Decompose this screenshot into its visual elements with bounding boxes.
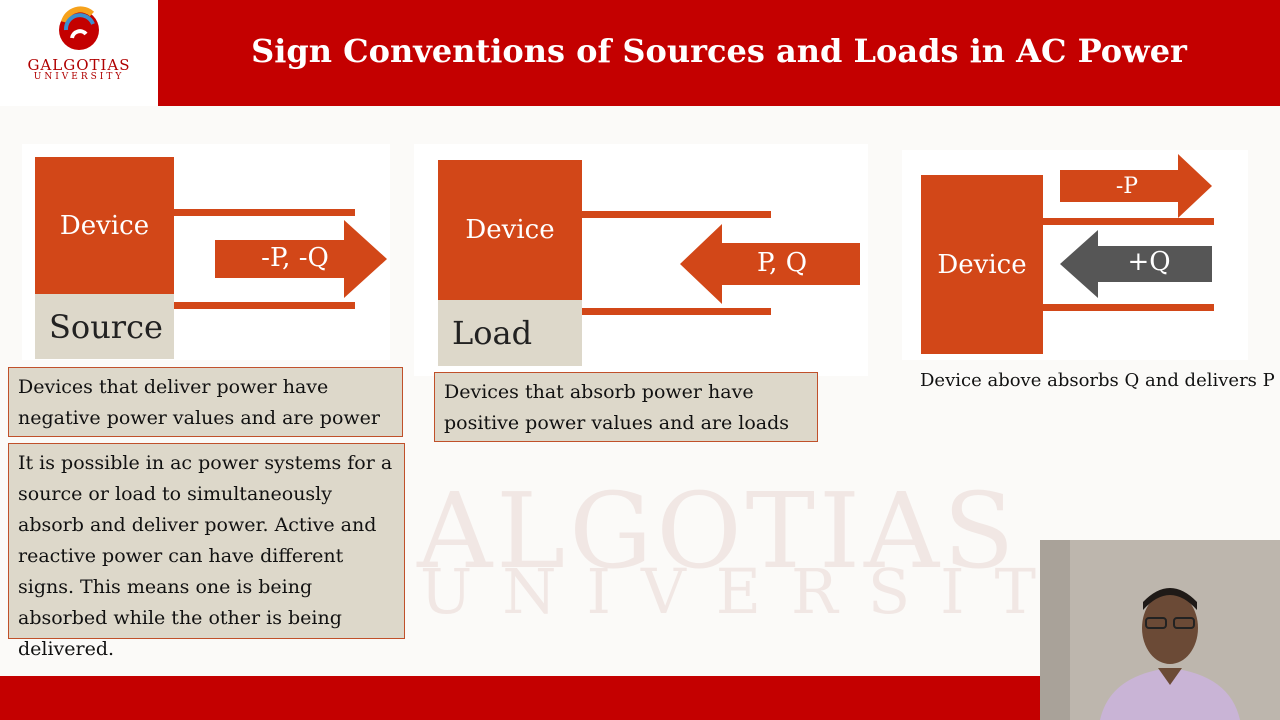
source-note: Devices that deliver power have negative… (8, 367, 403, 460)
mixed-caption: Device above absorbs Q and delivers P (920, 370, 1275, 391)
title-bar (0, 0, 1280, 106)
p-right-arrow-icon (1060, 154, 1212, 218)
source-wire-top (174, 209, 355, 216)
load-diagram: Device Load P, Q (414, 144, 868, 376)
university-logo: GALGOTIAS UNIVERSITY (0, 0, 158, 106)
presenter-video (1040, 540, 1280, 720)
load-tag: Load (438, 300, 582, 366)
watermark-university-sub: UNIVERSITY (420, 555, 1137, 628)
watermark-university-name: GALGOTIAS (330, 470, 1019, 592)
source-device-box: Device (35, 157, 174, 294)
source-tag: Source (35, 294, 174, 359)
source-right-arrow-icon (215, 220, 387, 298)
load-wire-bottom (582, 308, 771, 315)
ac-power-note: It is possible in ac power systems for a… (8, 443, 405, 660)
load-device-box: Device (438, 160, 582, 300)
source-arrow-label: -P, -Q (261, 243, 329, 273)
load-note: Devices that absorb power have positive … (434, 372, 818, 442)
load-left-arrow-icon (680, 224, 860, 304)
logo-name: GALGOTIAS (27, 56, 131, 74)
load-wire-top (582, 211, 771, 218)
source-diagram: Device Source -P, -Q (22, 144, 390, 360)
q-left-arrow-icon (1060, 230, 1212, 298)
mixed-device-box: Device (921, 175, 1043, 354)
q-arrow-label: +Q (1127, 247, 1171, 277)
p-arrow-label: -P (1115, 174, 1139, 199)
logo-subtitle: UNIVERSITY (33, 72, 125, 82)
load-arrow-label: P, Q (756, 248, 808, 278)
mixed-wire-top (1043, 218, 1214, 225)
source-wire-bottom (174, 302, 355, 309)
logo-emblem-icon (59, 6, 99, 50)
mixed-diagram: Device -P +Q (902, 150, 1248, 360)
mixed-wire-bottom (1043, 304, 1214, 311)
presenter-figure-icon (1040, 540, 1280, 720)
slide-title: Sign Conventions of Sources and Loads in… (251, 32, 1187, 70)
